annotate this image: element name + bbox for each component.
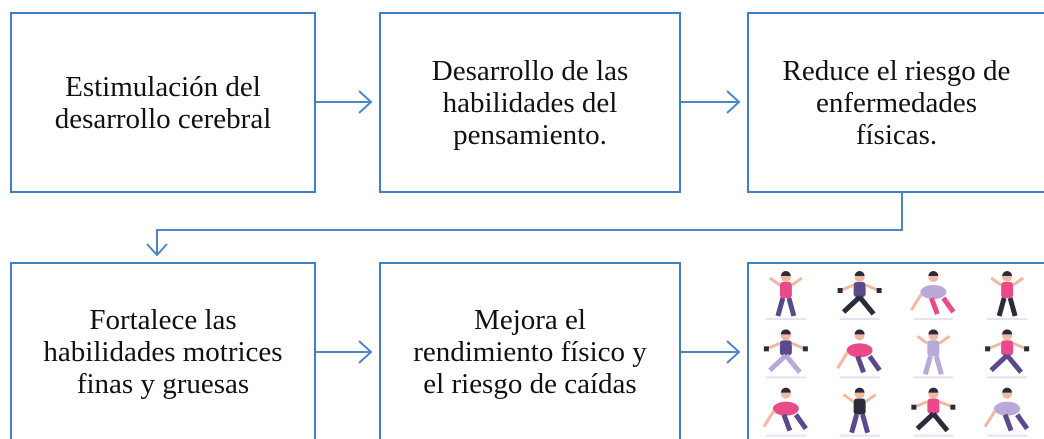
step-text: Estimulación del desarrollo cerebral bbox=[54, 70, 272, 135]
step-box-thinking-skills: Desarrollo de las habilidades del pensam… bbox=[379, 12, 681, 193]
step-text: Mejora el rendimiento físico y el riesgo… bbox=[413, 303, 647, 400]
arrow-right-icon bbox=[681, 90, 741, 114]
arrow-right-icon bbox=[316, 340, 373, 364]
step-text: Fortalece las habilidades motrices finas… bbox=[43, 303, 283, 400]
connector-arrow-icon bbox=[146, 193, 903, 257]
exercise-illustration-icon bbox=[762, 271, 1030, 437]
step-box-reduce-disease-risk: Reduce el riesgo de enfermedades físicas… bbox=[747, 12, 1044, 193]
arrow-right-icon bbox=[316, 90, 373, 114]
step-box-physical-performance: Mejora el rendimiento físico y el riesgo… bbox=[379, 262, 681, 439]
step-text: Reduce el riesgo de enfermedades físicas… bbox=[782, 54, 1011, 151]
step-box-brain-stimulation: Estimulación del desarrollo cerebral bbox=[10, 12, 316, 193]
step-text: Desarrollo de las habilidades del pensam… bbox=[431, 54, 629, 151]
exercise-illustration-box bbox=[747, 262, 1044, 439]
step-box-motor-skills: Fortalece las habilidades motrices finas… bbox=[10, 262, 316, 439]
arrow-right-icon bbox=[681, 340, 741, 364]
